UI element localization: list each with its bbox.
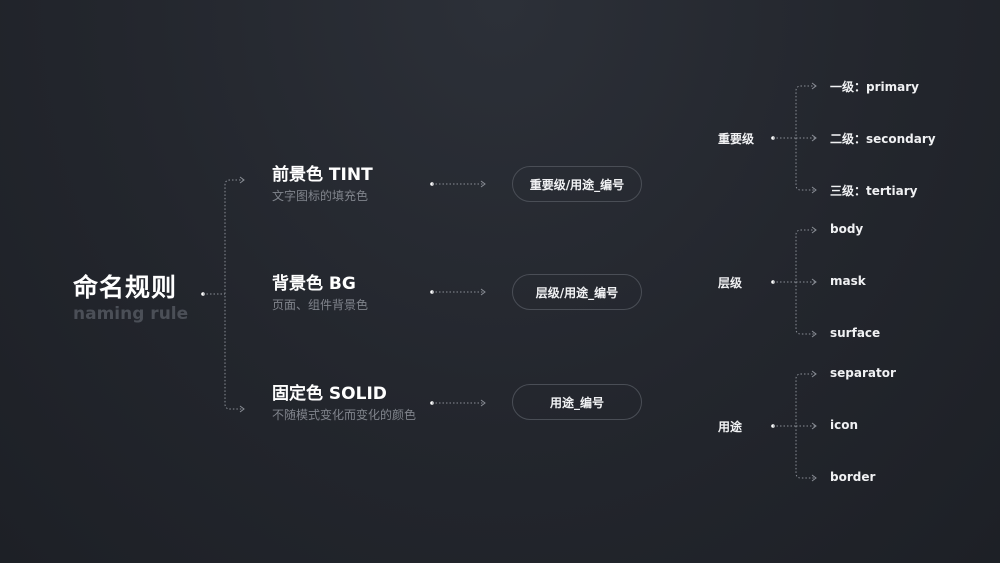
leaf-border: border	[830, 470, 876, 484]
root-bracket-arrow-1	[239, 405, 245, 413]
pattern-pill-solid: 用途_编号	[512, 384, 642, 420]
root-bracket	[224, 179, 244, 410]
group-bracket-0-arrow-0	[811, 82, 817, 90]
group-bracket-2-arrow-2	[811, 474, 817, 482]
group-bracket-1-arrow-0	[811, 226, 817, 234]
category-title-tint: 前景色 TINT	[272, 165, 373, 185]
group-bracket-1	[795, 229, 816, 335]
category-desc-solid: 不随模式变化而变化的颜色	[272, 408, 417, 422]
pattern-pill-tint: 重要级/用途_编号	[512, 166, 642, 202]
pill-link-arrow-0	[480, 180, 486, 188]
category-desc-bg: 页面、组件背景色	[272, 298, 369, 312]
pill-link-arrow-2	[480, 399, 486, 407]
root-bracket-arrow-0	[239, 176, 245, 184]
group-bracket-1-arrow-1	[811, 278, 817, 286]
group-bracket-2-arrow-0	[811, 370, 817, 378]
group-bracket-0-arrow-2	[811, 186, 817, 194]
group-label-importance: 重要级	[718, 132, 755, 146]
category-title-solid: 固定色 SOLID	[272, 384, 387, 404]
category-title-bg: 背景色 BG	[272, 274, 356, 294]
category-desc-tint: 文字图标的填充色	[272, 189, 369, 203]
leaf-separator: separator	[830, 366, 896, 380]
leaf-icon: icon	[830, 418, 859, 432]
leaf-tertiary: 三级：tertiary	[830, 184, 918, 198]
pattern-pill-bg: 层级/用途_编号	[512, 274, 642, 310]
group-label-usage: 用途	[718, 420, 743, 434]
leaf-secondary: 二级：secondary	[830, 132, 936, 146]
group-bracket-2-arrow-1	[811, 422, 817, 430]
leaf-mask: mask	[830, 274, 866, 288]
leaf-body: body	[830, 222, 864, 236]
group-bracket-1-arrow-2	[811, 330, 817, 338]
leaf-primary: 一级：primary	[830, 80, 919, 94]
group-bracket-2	[795, 373, 816, 479]
group-bracket-0	[795, 85, 816, 191]
leaf-surface: surface	[830, 326, 881, 340]
root-title: 命名规则	[73, 273, 178, 302]
group-label-layer: 层级	[718, 276, 743, 290]
root-subtitle: naming rule	[73, 304, 189, 324]
pill-link-arrow-1	[480, 288, 486, 296]
group-bracket-0-arrow-1	[811, 134, 817, 142]
